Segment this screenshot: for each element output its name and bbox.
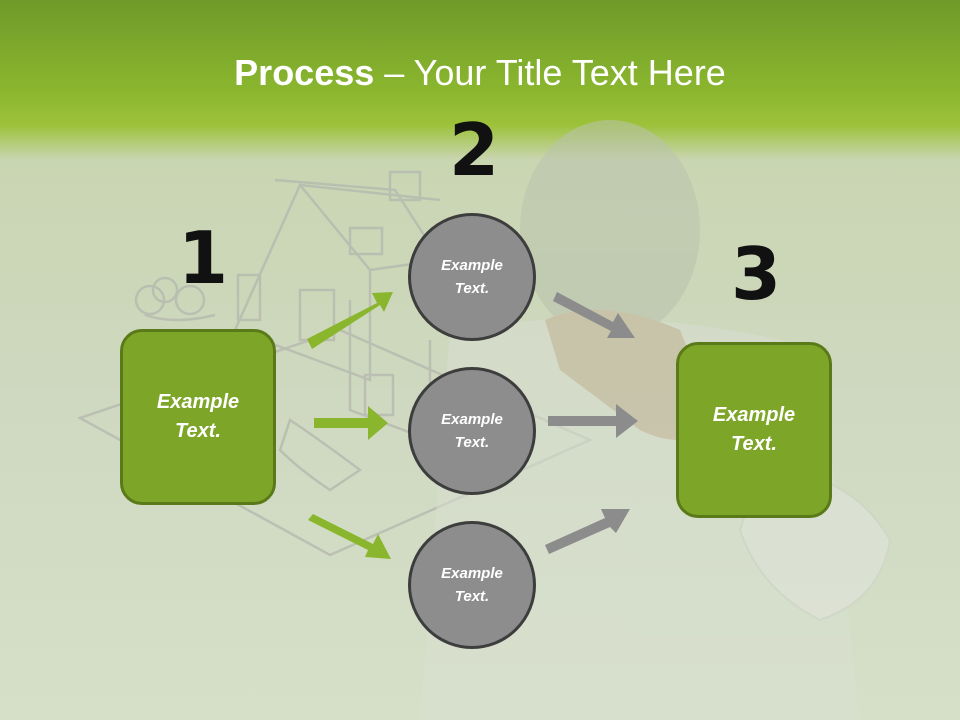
step-number-2: 2 — [449, 108, 500, 192]
title-rest: – Your Title Text Here — [374, 52, 726, 93]
step-number-3: 3 — [731, 232, 782, 316]
gray-arrow-up — [545, 509, 630, 554]
step-2-circle-bottom: Example Text. — [408, 521, 536, 649]
step-3-text: Example Text. — [712, 404, 796, 455]
circle-top-text: Example Text. — [441, 257, 503, 297]
gray-arrow-down — [553, 292, 635, 338]
step-1-box: Example Text. — [120, 329, 276, 505]
gray-arrow-right — [548, 404, 638, 438]
step-3-box: Example Text. — [676, 342, 832, 518]
green-arrow-up — [307, 292, 393, 349]
green-arrow-right — [314, 406, 388, 440]
slide-title: Process – Your Title Text Here — [0, 52, 960, 94]
step-2-circle-middle: Example Text. — [408, 367, 536, 495]
circle-middle-text: Example Text. — [441, 411, 503, 451]
title-bold: Process — [234, 52, 375, 93]
circle-bottom-text: Example Text. — [441, 565, 503, 605]
step-1-text: Example Text. — [156, 391, 240, 442]
green-arrow-down — [308, 514, 391, 559]
step-2-circle-top: Example Text. — [408, 213, 536, 341]
step-number-1: 1 — [178, 216, 229, 300]
